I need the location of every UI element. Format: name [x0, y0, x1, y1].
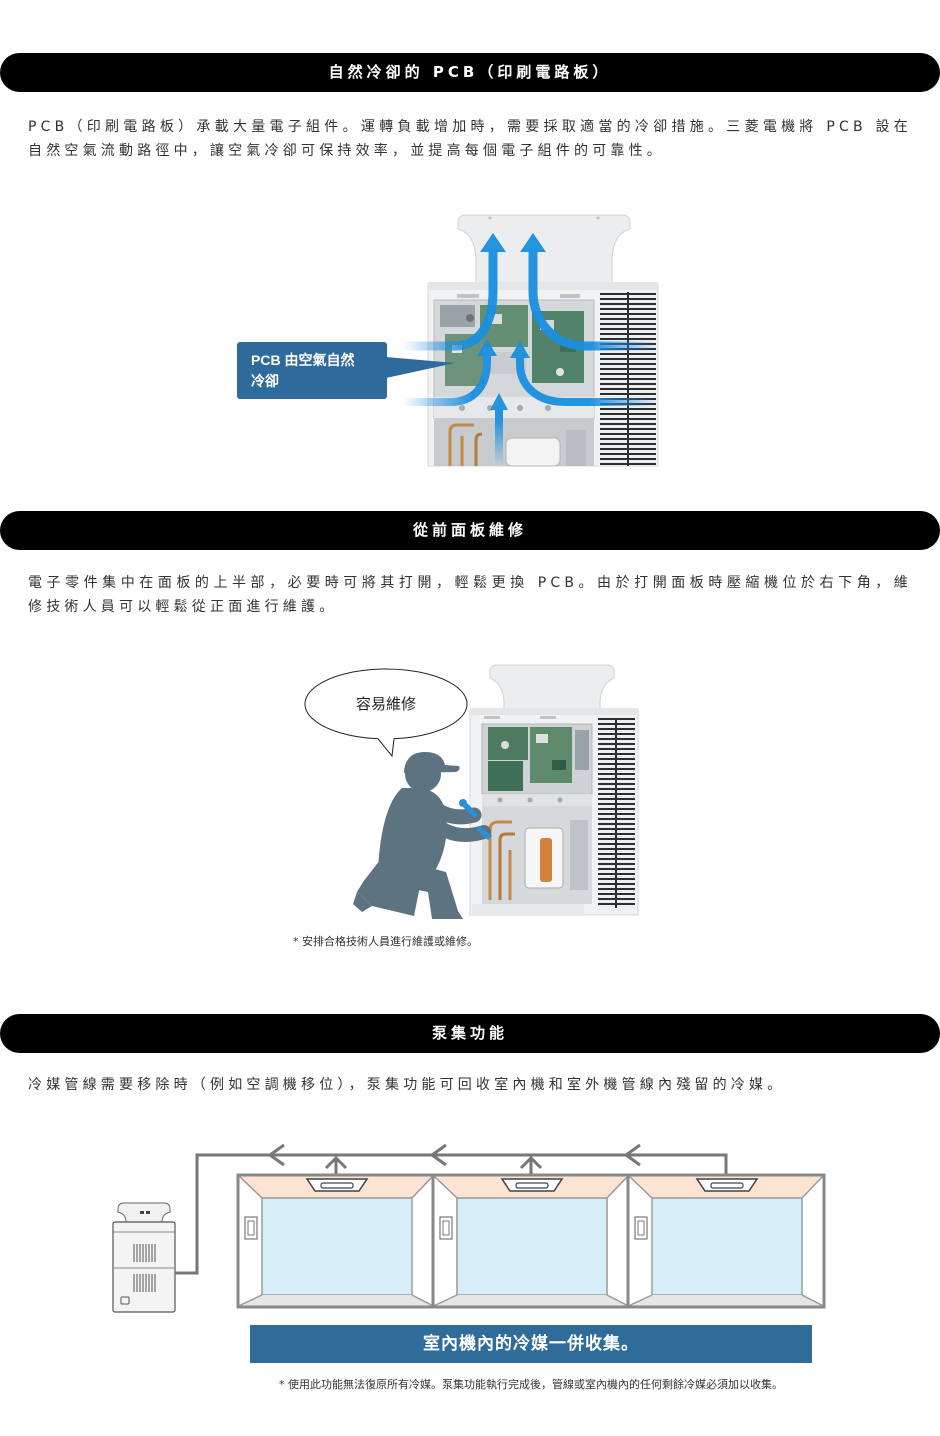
- technician-icon: [353, 752, 491, 919]
- refrigerant-pipe: [175, 1153, 728, 1275]
- pcb-cooling-label: PCB 由空氣自然 冷卻: [251, 350, 381, 392]
- airflow-arrow-icon: [403, 233, 658, 466]
- pcb-cooling-label-line1: PCB 由空氣自然: [251, 352, 355, 368]
- maintenance-illustration: [304, 664, 639, 919]
- pcb-airflow-illustration: [237, 214, 659, 467]
- section-header-front-maintenance: 從前面板維修: [0, 511, 940, 550]
- outdoor-unit-icon: [427, 214, 659, 467]
- speech-bubble-text: 容易維修: [355, 695, 416, 713]
- section-body-pcb-cooling: PCB（印刷電路板）承載大量電子組件。運轉負載增加時，需要採取適當的冷卻措施。三…: [28, 119, 912, 159]
- pump-down-banner: 室內機內的冷媒一併收集。: [250, 1325, 812, 1363]
- section-title: 從前面板維修: [412, 521, 527, 539]
- pcb-cooling-label-line2: 冷卻: [251, 373, 279, 389]
- indoor-room-1: [236, 1173, 436, 1309]
- flow-arrow-icon: [267, 1143, 641, 1176]
- pump-down-diagram: [112, 1143, 826, 1313]
- pcb-label-box: [237, 342, 455, 399]
- section-header-pump-down: 泵集功能: [0, 1014, 940, 1053]
- outdoor-unit-icon: [112, 1202, 176, 1313]
- pump-down-note: * 使用此功能無法復原所有冷媒。泵集功能執行完成後，管線或室內機內的任何剩餘冷媒…: [279, 1378, 783, 1391]
- outdoor-unit-icon: [469, 664, 639, 916]
- section-title: 泵集功能: [431, 1024, 508, 1042]
- section-body-pump-down: 冷媒管線需要移除時（例如空調機移位），泵集功能可回收室內機和室外機管線內殘留的冷…: [28, 1077, 786, 1093]
- section-title: 自然冷卻的 PCB（印刷電路板）: [328, 63, 612, 81]
- section-body-front-maintenance: 電子零件集中在面板的上半部，必要時可將其打開，輕鬆更換 PCB。由於打開面板時壓…: [28, 575, 912, 615]
- section-header-pcb-cooling: 自然冷卻的 PCB（印刷電路板）: [0, 53, 940, 92]
- maintenance-note: * 安排合格技術人員進行維護或維修。: [293, 935, 478, 948]
- speech-bubble: [304, 668, 468, 758]
- indoor-room-3: [626, 1173, 826, 1309]
- indoor-room-2: [431, 1173, 631, 1309]
- wrench-icon: [459, 799, 492, 840]
